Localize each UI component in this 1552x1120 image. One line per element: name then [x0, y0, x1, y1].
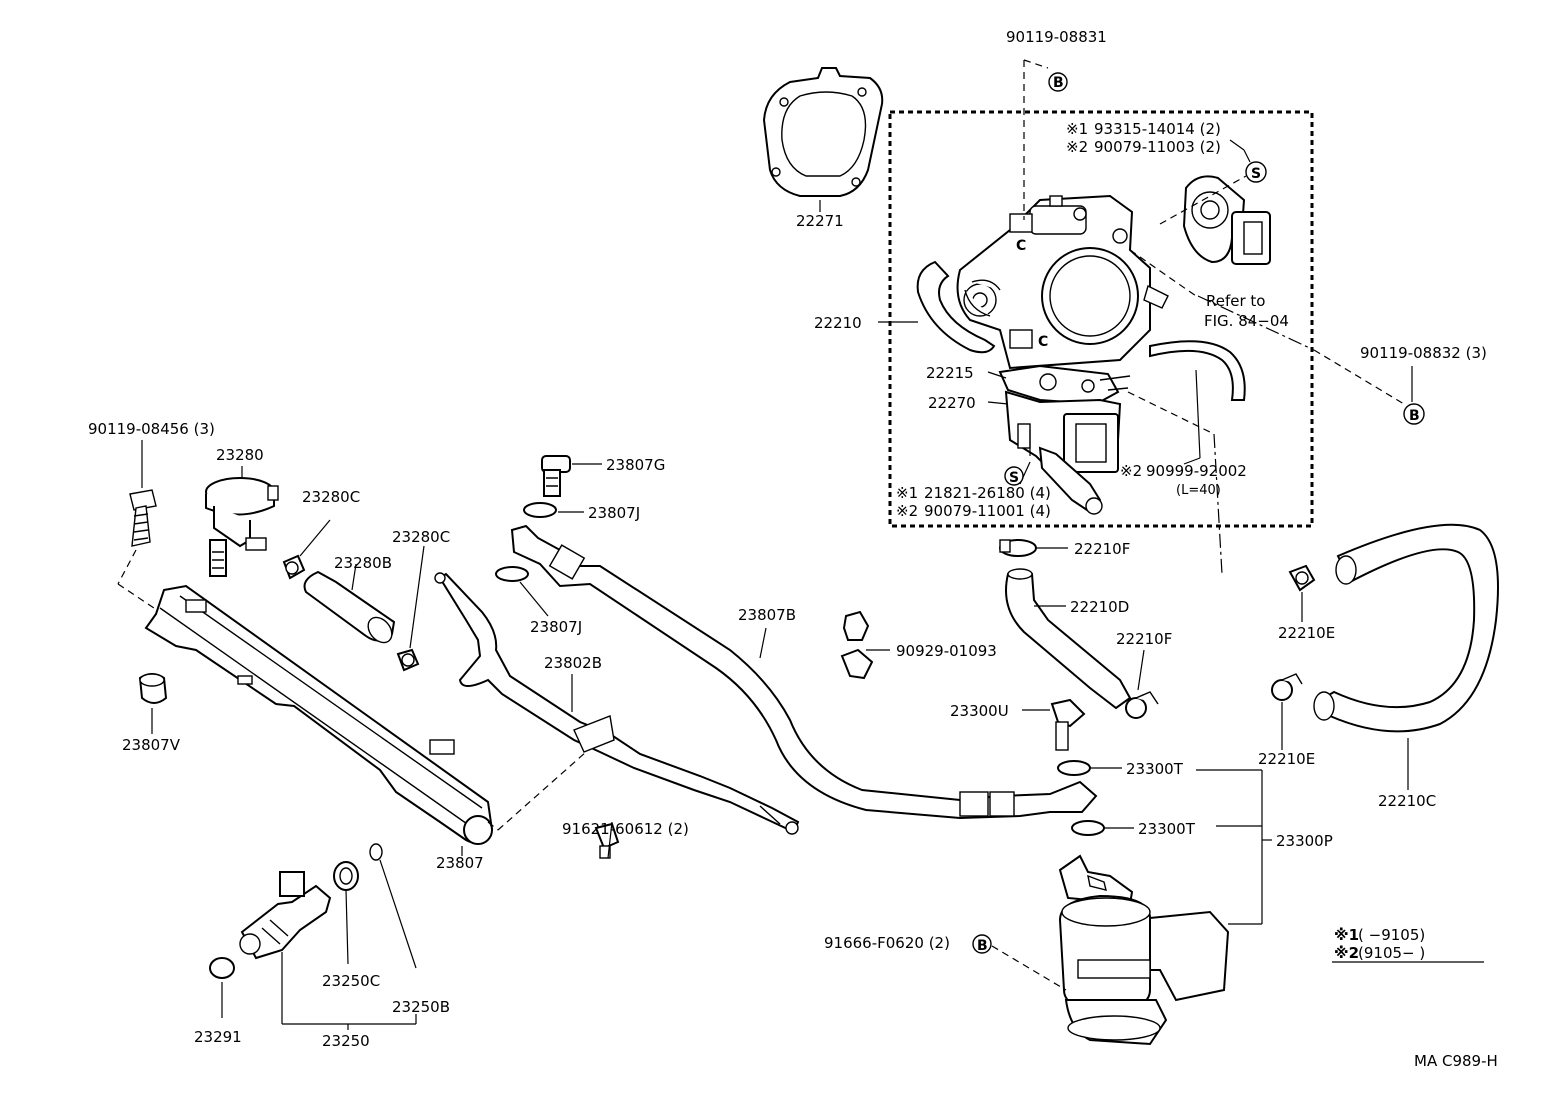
mark-c-lower: C	[1038, 334, 1048, 350]
note-mark-2: ※2	[1120, 462, 1142, 480]
label-91621-60612: 91621-60612 (2)	[562, 820, 689, 838]
mark-b: B	[977, 938, 988, 954]
clamp-22210F-lower	[1125, 691, 1159, 719]
fuel-hose-23280B	[303, 570, 396, 644]
throttle-gasket-22271	[762, 67, 884, 197]
insulator-23807V	[138, 673, 168, 704]
hose-clamp-23280C-lower	[396, 648, 420, 672]
vacuum-hose-90999-92002	[1149, 340, 1246, 401]
label-21821-26180: 21821-26180 (4)	[924, 484, 1051, 502]
clamp-22210E-lower	[1271, 673, 1303, 701]
throttle-body-22210	[916, 194, 1169, 370]
label-l-40: (L=40)	[1176, 483, 1221, 498]
label-22210E-upper: 22210E	[1278, 624, 1335, 642]
label-23807V: 23807V	[122, 736, 181, 754]
hose-22210C	[1313, 523, 1499, 733]
note-mark-2: ※2	[896, 502, 918, 520]
label-23291: 23291	[194, 1028, 242, 1046]
mark-b: B	[1053, 75, 1064, 91]
mark-s: S	[1251, 166, 1261, 182]
label-23300T-lower: 23300T	[1138, 820, 1196, 838]
fuel-injector-23250	[239, 871, 332, 960]
label-90119-08456: 90119-08456 (3)	[88, 420, 215, 438]
label-23250: 23250	[322, 1032, 370, 1050]
label-23807: 23807	[436, 854, 484, 872]
insulator-23291	[209, 957, 235, 979]
bolt-90119-08456	[129, 489, 157, 547]
label-23807J-lower: 23807J	[530, 618, 582, 636]
label-90999-92002: 90999-92002	[1146, 462, 1247, 480]
clamp-90929-01093	[840, 610, 874, 680]
label-22210C: 22210C	[1378, 792, 1436, 810]
fuel-pipe-23807B	[510, 524, 1098, 820]
legend-row2-range: (9105− )	[1358, 944, 1425, 962]
gasket-23807J-upper	[523, 502, 557, 518]
label-22210D: 22210D	[1070, 598, 1129, 616]
label-90119-08832: 90119-08832 (3)	[1360, 344, 1487, 362]
label-90079-11003: 90079-11003 (2)	[1094, 138, 1221, 156]
hose-22210D	[1005, 568, 1132, 710]
throttle-position-sensor	[1182, 175, 1271, 265]
label-23807G: 23807G	[606, 456, 665, 474]
label-23300U: 23300U	[950, 702, 1009, 720]
label-22210E-lower: 22210E	[1258, 750, 1315, 768]
label-23802B: 23802B	[544, 654, 602, 672]
label-23280: 23280	[216, 446, 264, 464]
bolt-91621-60612	[594, 822, 620, 859]
union-bolt-23300U	[1050, 698, 1086, 751]
grommet-23250B	[369, 843, 383, 861]
idle-air-control-valve-22270	[1004, 375, 1131, 515]
label-90079-11001: 90079-11001 (4)	[924, 502, 1051, 520]
label-22215: 22215	[926, 364, 974, 382]
label-23280C-upper: 23280C	[302, 488, 360, 506]
label-22271: 22271	[796, 212, 844, 230]
note-mark-2: ※2	[1066, 138, 1088, 156]
label-23300P: 23300P	[1276, 832, 1333, 850]
label-22210: 22210	[814, 314, 862, 332]
legend-row1-mark: ※1	[1334, 926, 1359, 944]
throttle-assembly-box	[888, 110, 1314, 528]
footer-code: MA C989-H	[1414, 1052, 1498, 1070]
legend-row2-mark: ※2	[1334, 944, 1359, 962]
fuel-pipe-23802B	[434, 572, 800, 835]
gasket-23807J-lower	[495, 566, 529, 582]
label-23300T-upper: 23300T	[1126, 760, 1184, 778]
label-23280B: 23280B	[334, 554, 392, 572]
o-ring-23250C	[333, 861, 359, 891]
mark-s: S	[1009, 470, 1019, 486]
label-93315-14014: 93315-14014 (2)	[1094, 120, 1221, 138]
gasket-22215	[998, 364, 1120, 406]
label-refer-to: Refer to	[1206, 292, 1265, 310]
legend-row1-range: ( −9105)	[1358, 926, 1425, 944]
fuel-delivery-pipe-23807	[144, 584, 494, 845]
mark-c-upper: C	[1016, 238, 1026, 254]
label-90119-08831: 90119-08831	[1006, 28, 1107, 46]
label-23280C-lower: 23280C	[392, 528, 450, 546]
label-23807J-upper: 23807J	[588, 504, 640, 522]
label-22270: 22270	[928, 394, 976, 412]
note-mark-1: ※1	[896, 484, 918, 502]
label-23250B: 23250B	[392, 998, 450, 1016]
union-bolt-23807G	[541, 455, 571, 497]
label-22210F-lower: 22210F	[1116, 630, 1172, 648]
pressure-regulator-23280	[205, 477, 279, 577]
note-mark-1: ※1	[1066, 120, 1088, 138]
label-23807B: 23807B	[738, 606, 796, 624]
label-91666-F0620: 91666-F0620 (2)	[824, 934, 950, 952]
label-23250C: 23250C	[322, 972, 380, 990]
label-22210F-upper: 22210F	[1074, 540, 1130, 558]
label-90929-01093: 90929-01093	[896, 642, 997, 660]
label-fig-84-04: FIG. 84−04	[1204, 312, 1289, 330]
fuel-pump-23300P	[1058, 854, 1230, 1046]
mark-b: B	[1409, 408, 1420, 424]
hose-clamp-23280C-upper	[282, 554, 306, 580]
clamp-22210E-upper	[1288, 564, 1316, 592]
